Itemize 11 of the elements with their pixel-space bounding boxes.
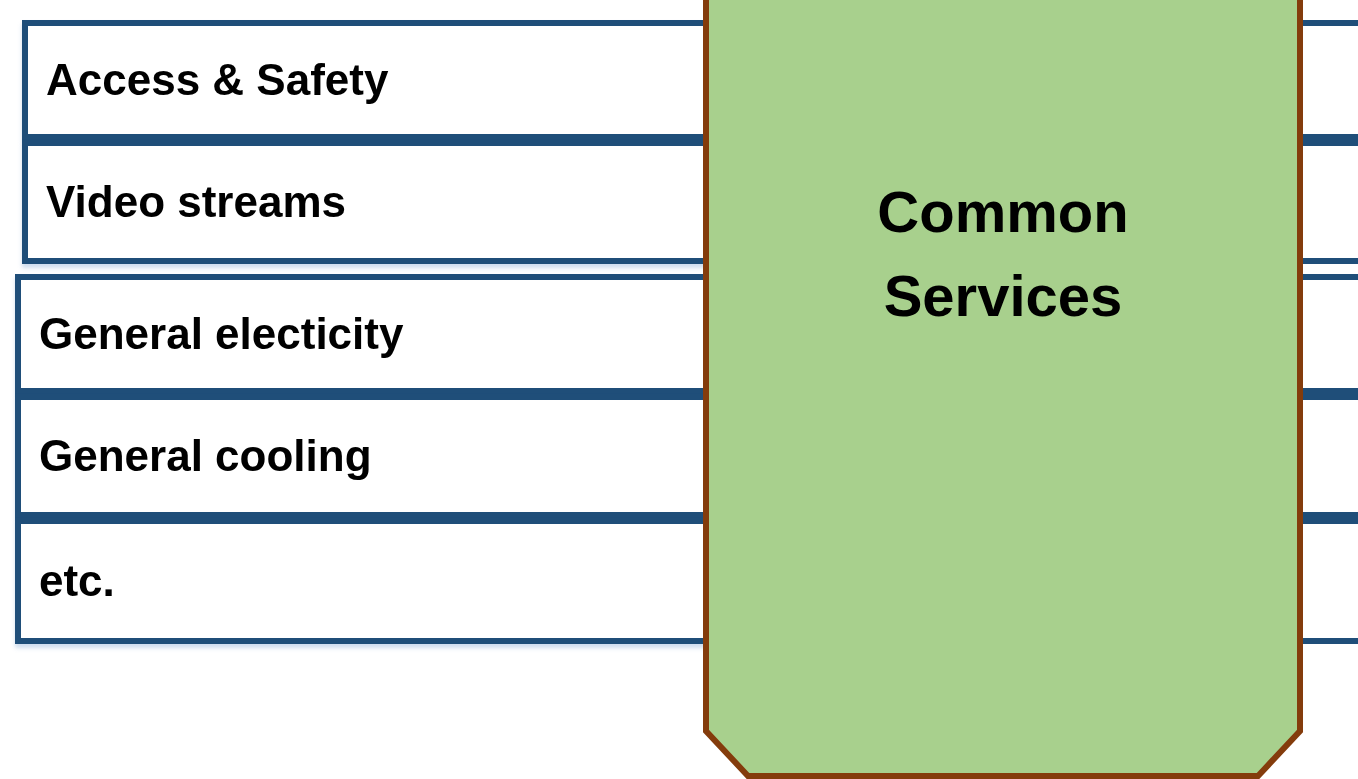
- block-title: Common Services: [876, 178, 1130, 331]
- layer-band: [22, 20, 706, 140]
- service-block: [703, 0, 1303, 779]
- layer-band: [15, 274, 706, 394]
- band-label: etc.: [39, 556, 115, 606]
- band-label: General cooling: [39, 431, 372, 481]
- band-label: Access & Safety: [46, 55, 389, 105]
- layer-band: [15, 518, 706, 644]
- layer-band: [22, 140, 706, 264]
- band-label: General electicity: [39, 309, 404, 359]
- band-label: Video streams: [46, 177, 346, 227]
